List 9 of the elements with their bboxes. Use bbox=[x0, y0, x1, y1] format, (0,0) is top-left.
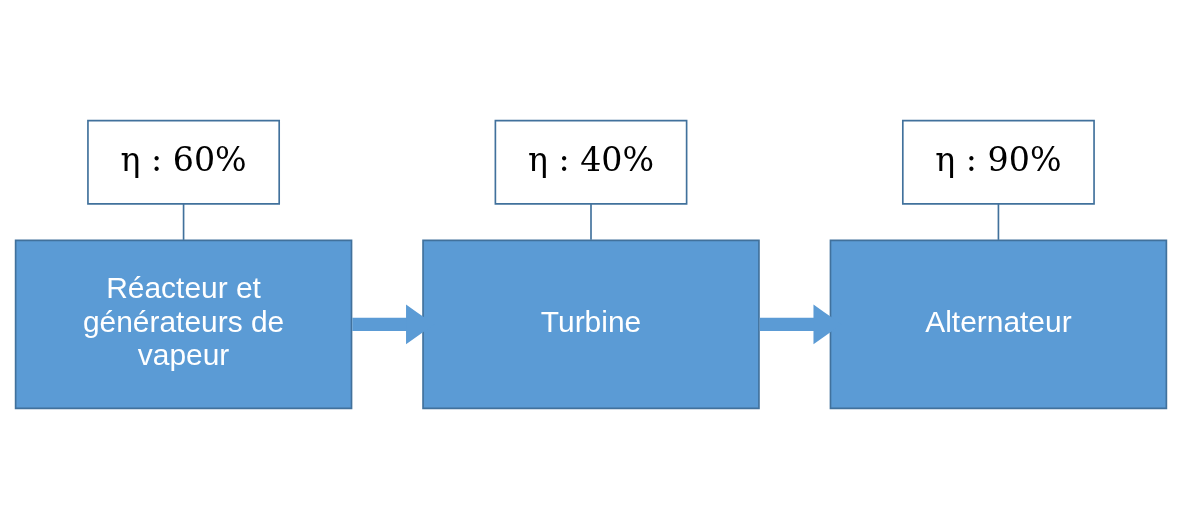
connector bbox=[182, 202, 185, 241]
connector bbox=[997, 202, 1000, 241]
node-box: η : 40% bbox=[494, 119, 688, 205]
node-box: Réacteur et générateurs de vapeur bbox=[14, 239, 353, 409]
node-box: η : 90% bbox=[901, 119, 1095, 205]
connector bbox=[590, 202, 592, 241]
node-box: η : 60% bbox=[87, 119, 280, 205]
node-box: Turbine bbox=[422, 239, 760, 409]
node-box: Alternateur bbox=[829, 239, 1168, 409]
